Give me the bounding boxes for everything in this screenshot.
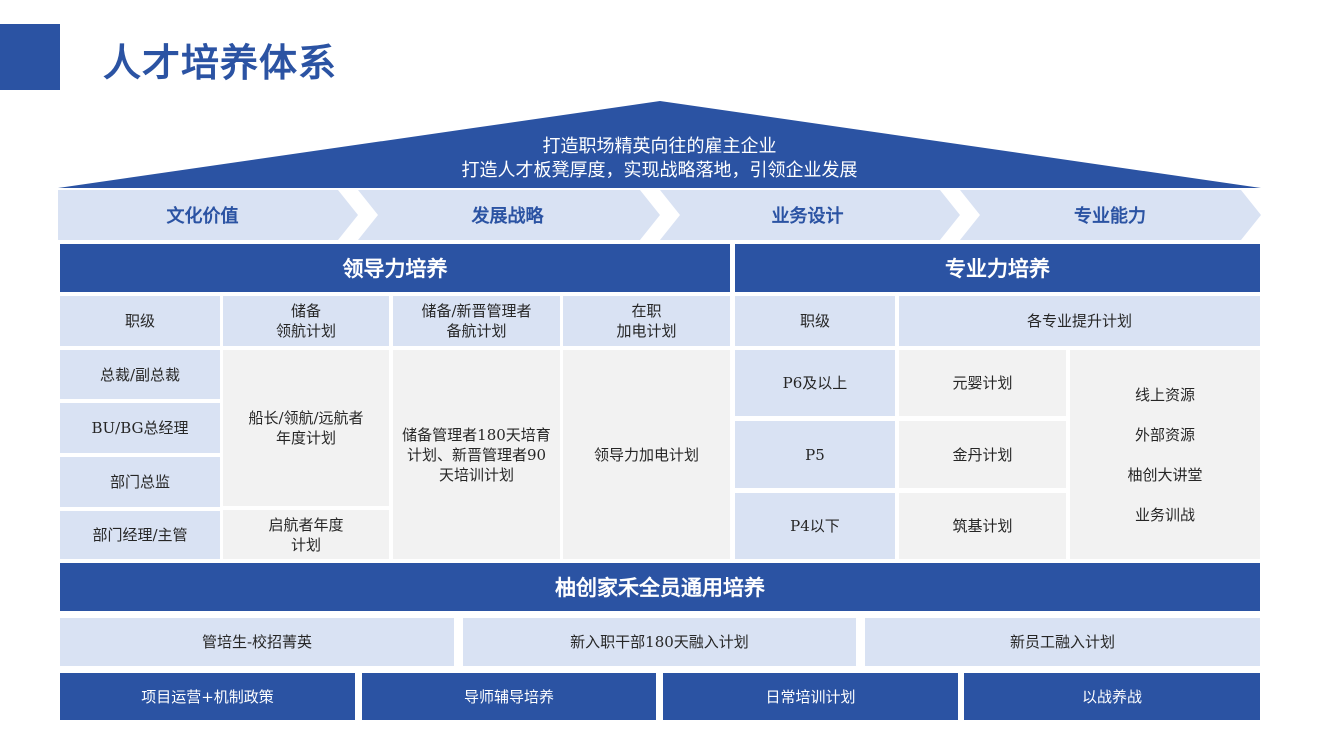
support-mentor: 导师辅导培养: [362, 673, 656, 720]
chevron-3: [660, 190, 960, 240]
leadership-header-linghang: 储备 领航计划: [223, 296, 389, 346]
leadership-level-bu-gm: BU/BG总经理: [60, 403, 220, 453]
leadership-level-manager: 部门经理/主管: [60, 511, 220, 559]
leadership-header-level: 职级: [60, 296, 220, 346]
roof-line-1: 打造职场精英向往的雇主企业: [542, 136, 777, 157]
resource-external: 外部资源: [1134, 425, 1195, 444]
professional-level-p4: P4以下: [735, 493, 895, 559]
program-management-trainee: 管培生-校招菁英: [60, 618, 454, 666]
professional-title: 专业力培养: [735, 244, 1260, 292]
leadership-header-beihang: 储备/新晋管理者 备航计划: [393, 296, 560, 346]
general-training-title: 柚创家禾全员通用培养: [60, 563, 1260, 611]
pillar-business-design: 业务设计: [771, 206, 844, 227]
plan-reserve-manager: 储备管理者180天培育计划、新晋管理者90天培训计划: [393, 350, 560, 559]
chevron-2: [358, 190, 660, 240]
title-accent-block: [0, 24, 60, 90]
plan-jindan: 金丹计划: [899, 421, 1066, 488]
chevron-1: [58, 190, 358, 240]
resource-online: 线上资源: [1134, 385, 1195, 404]
program-new-employee: 新员工融入计划: [865, 618, 1260, 666]
resource-list: 线上资源 外部资源 柚创大讲堂 业务训战: [1070, 350, 1260, 559]
support-learn-by-doing: 以战养战: [964, 673, 1260, 720]
plan-captain-annual: 船长/领航/远航者 年度计划: [223, 350, 389, 506]
pillar-chevrons: [58, 190, 1261, 240]
leadership-level-director: 部门总监: [60, 457, 220, 507]
support-daily-training: 日常培训计划: [663, 673, 958, 720]
chevron-4: [960, 190, 1261, 240]
roof-slogan: 打造职场精英向往的雇主企业 打造人才板凳厚度，实现战略落地，引领企业发展: [58, 134, 1261, 184]
plan-starter-annual: 启航者年度 计划: [223, 510, 389, 559]
program-new-cadre: 新入职干部180天融入计划: [463, 618, 856, 666]
support-project-operation: 项目运营+机制政策: [60, 673, 355, 720]
roof-line-2: 打造人才板凳厚度，实现战略落地，引领企业发展: [461, 160, 858, 181]
leadership-header-jiadian: 在职 加电计划: [563, 296, 730, 346]
roof-shape: [58, 101, 1261, 188]
professional-level-p5: P5: [735, 421, 895, 488]
resource-business-drill: 业务训战: [1134, 505, 1195, 524]
pillar-professional-ability: 专业能力: [1074, 206, 1146, 227]
leadership-level-president: 总裁/副总裁: [60, 350, 220, 399]
plan-zhuji: 筑基计划: [899, 493, 1066, 559]
professional-header-level: 职级: [735, 296, 895, 346]
plan-leadership-charge: 领导力加电计划: [563, 350, 730, 559]
professional-header-plans: 各专业提升计划: [899, 296, 1260, 346]
pillar-strategy: 发展战略: [471, 206, 544, 227]
page-title: 人才培养体系: [103, 40, 338, 85]
plan-yuanying: 元婴计划: [899, 350, 1066, 416]
resource-lecture-hall: 柚创大讲堂: [1127, 465, 1203, 484]
pillar-culture-value: 文化价值: [166, 206, 239, 227]
professional-level-p6: P6及以上: [735, 350, 895, 416]
leadership-title: 领导力培养: [60, 244, 730, 292]
